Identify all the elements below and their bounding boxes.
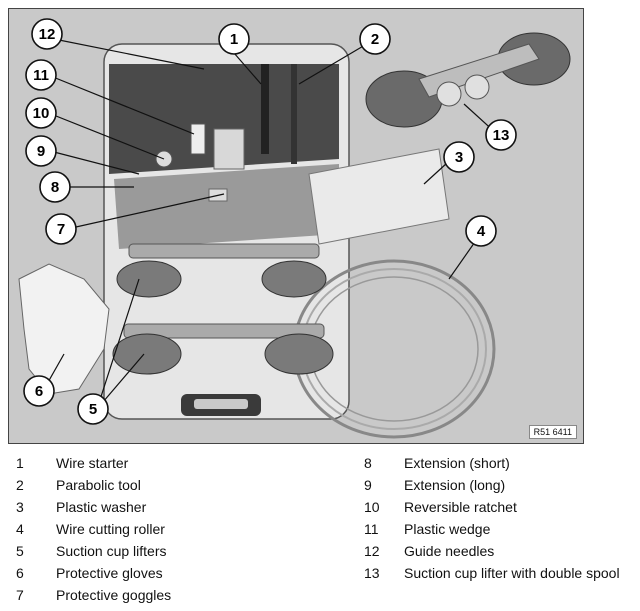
callout-5: 5 xyxy=(77,393,109,425)
callout-4: 4 xyxy=(465,215,497,247)
legend-number: 4 xyxy=(16,521,24,537)
legend-label: Protective gloves xyxy=(56,565,163,581)
legend-label: Extension (long) xyxy=(404,477,506,493)
svg-text:10: 10 xyxy=(33,105,50,122)
legend-label: Reversible ratchet xyxy=(404,499,517,515)
double-suction-lifter xyxy=(365,32,571,128)
legend-label: Protective goggles xyxy=(56,587,172,603)
legend-number: 9 xyxy=(364,477,372,493)
legend-number: 11 xyxy=(364,521,379,537)
svg-text:1: 1 xyxy=(230,31,238,48)
legend-number: 7 xyxy=(16,587,24,603)
callout-10: 10 xyxy=(25,97,57,129)
svg-text:11: 11 xyxy=(33,67,49,84)
legend-number: 12 xyxy=(364,543,380,559)
legend-label: Guide needles xyxy=(404,543,495,559)
parabolic-tool xyxy=(291,64,297,164)
legend-number: 6 xyxy=(16,565,24,581)
legend-label: Wire cutting roller xyxy=(56,521,165,537)
legend-number: 2 xyxy=(16,477,24,493)
legend-number: 10 xyxy=(364,499,380,515)
protective-goggles xyxy=(213,128,245,170)
legend-number: 3 xyxy=(16,499,24,515)
kit-pouch-lower xyxy=(114,164,339,249)
callout-7: 7 xyxy=(45,213,77,245)
plastic-washer xyxy=(308,148,450,245)
callout-3: 3 xyxy=(443,141,475,173)
callout-2: 2 xyxy=(359,23,391,55)
svg-text:3: 3 xyxy=(455,149,463,166)
callout-11: 11 xyxy=(25,59,57,91)
legend-label: Plastic wedge xyxy=(404,521,491,537)
kit-illustration: 12 1 2 11 10 9 8 7 3 4 6 5 13 xyxy=(18,18,571,439)
tool-kit-photo: 12 1 2 11 10 9 8 7 3 4 6 5 13 R51 6411 xyxy=(8,8,584,444)
callout-12: 12 xyxy=(31,18,63,50)
legend-number: 5 xyxy=(16,543,24,559)
svg-text:6: 6 xyxy=(35,383,43,400)
svg-text:12: 12 xyxy=(39,26,56,43)
legend-number: 13 xyxy=(364,565,380,581)
callout-13: 13 xyxy=(485,119,517,151)
legend-label: Plastic washer xyxy=(56,499,147,515)
protective-gloves xyxy=(18,263,110,395)
kit-pouch xyxy=(109,64,339,174)
svg-text:5: 5 xyxy=(89,401,97,418)
svg-text:8: 8 xyxy=(51,179,59,196)
legend-label: Extension (short) xyxy=(404,455,510,471)
svg-text:4: 4 xyxy=(477,223,486,240)
legend-label: Suction cup lifters xyxy=(56,543,167,559)
callouts: 12 1 2 11 10 9 8 7 3 4 6 5 13 xyxy=(23,18,517,425)
callout-9: 9 xyxy=(25,135,57,167)
suction-cup-lifters xyxy=(112,243,334,375)
callout-1: 1 xyxy=(218,23,250,55)
legend-number: 1 xyxy=(16,455,24,471)
svg-text:13: 13 xyxy=(493,127,510,144)
callout-6: 6 xyxy=(23,375,55,407)
callout-8: 8 xyxy=(39,171,71,203)
svg-text:9: 9 xyxy=(37,143,45,160)
svg-text:2: 2 xyxy=(371,31,379,48)
legend-label: Wire starter xyxy=(56,455,129,471)
plastic-wedge xyxy=(190,123,206,155)
wire-starter xyxy=(261,64,269,154)
figure-reference-code: R51 6411 xyxy=(528,425,577,439)
legend-label: Suction cup lifter with double spool xyxy=(404,565,620,581)
legend-number: 8 xyxy=(364,455,372,471)
svg-text:7: 7 xyxy=(57,221,65,238)
legend-label: Parabolic tool xyxy=(56,477,141,493)
